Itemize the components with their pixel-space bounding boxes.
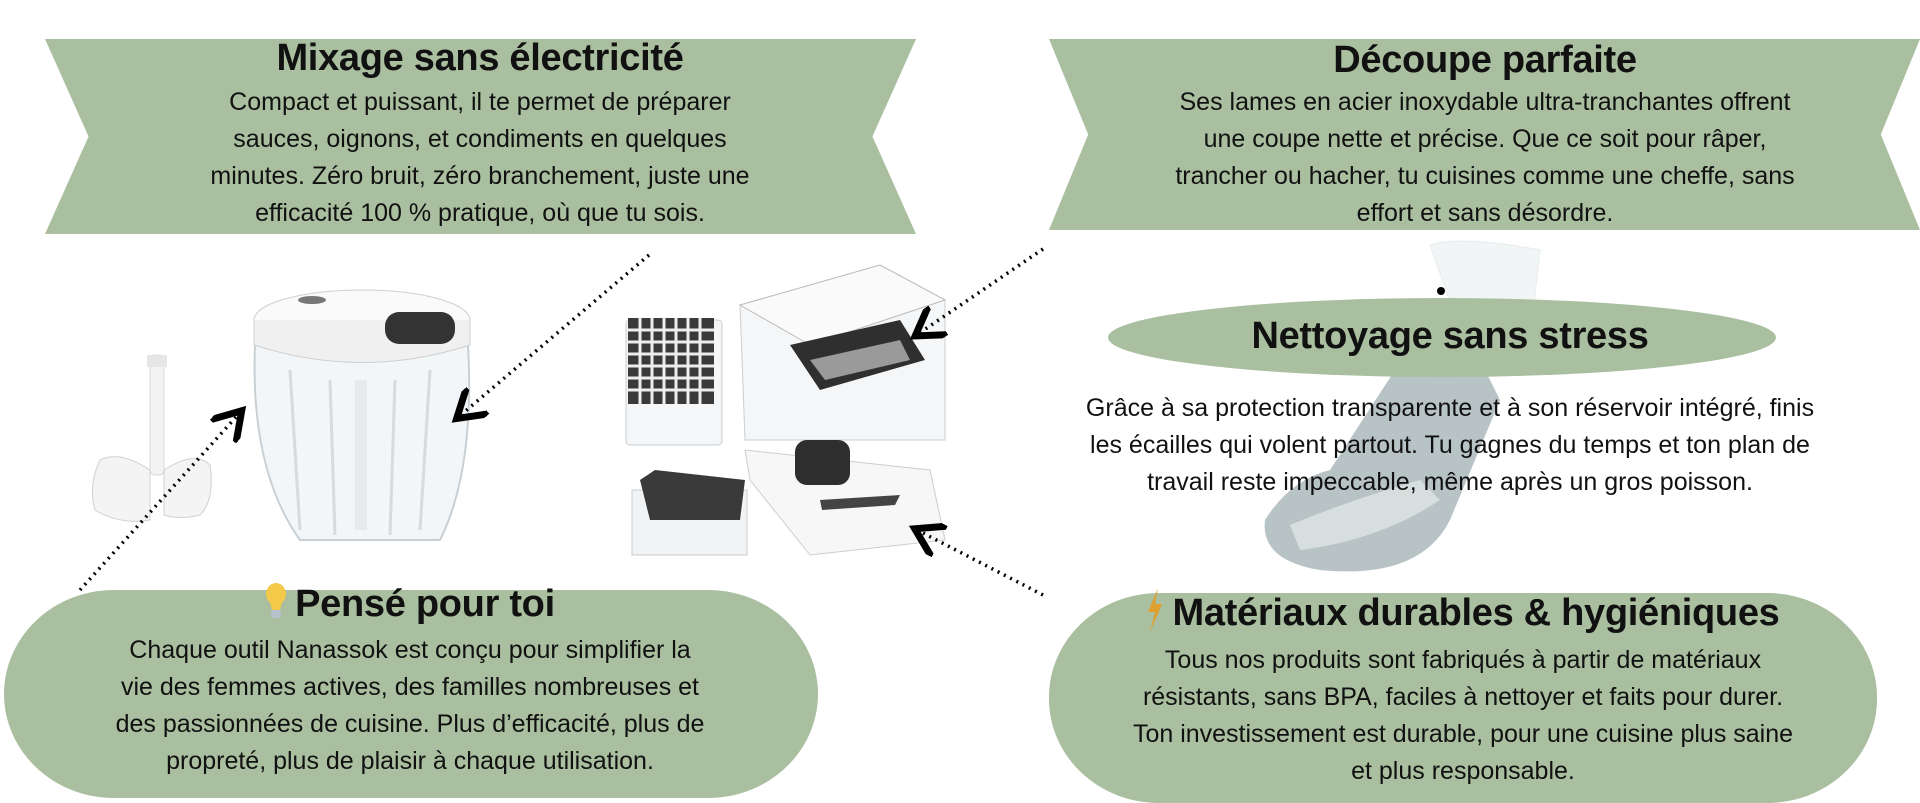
manual-chopper-image	[91, 289, 471, 541]
text-line: minutes. Zéro bruit, zéro branchement, j…	[210, 162, 750, 190]
card-decoupe: Découpe parfaite Ses lames en acier inox…	[1090, 38, 1880, 232]
card-materiaux: Matériaux durables & hygiéniques Tous no…	[1040, 588, 1886, 790]
text-line: effort et sans désordre.	[1356, 199, 1614, 227]
card-text: Compact et puissant, il te permet de pré…	[110, 84, 850, 232]
card-text: Ses lames en acier inoxydable ultra-tran…	[1090, 84, 1880, 232]
text-line: trancher ou hacher, tu cuisines comme un…	[1175, 162, 1795, 190]
nettoyage-ellipse-bg	[1108, 298, 1776, 377]
card-title: Matériaux durables & hygiéniques	[1172, 592, 1780, 635]
text-line: Tous nos produits sont fabriqués à parti…	[1164, 646, 1762, 674]
text-line: Chaque outil Nanassok est conçu pour sim…	[129, 636, 691, 664]
text-line: efficacité 100 % pratique, où que tu soi…	[255, 199, 705, 227]
dot-marker	[1437, 287, 1445, 295]
arrow-to-slicer-base	[921, 532, 1044, 597]
lightbulb-icon	[265, 582, 287, 630]
text-line: résistants, sans BPA, faciles à nettoyer…	[1142, 683, 1784, 711]
card-text: Chaque outil Nanassok est conçu pour sim…	[20, 632, 800, 780]
arrow-to-chopper-base	[78, 416, 237, 592]
lightning-icon	[1146, 588, 1164, 642]
mixage-banner-bg	[45, 39, 916, 234]
text-line: travail reste impeccable, même après un …	[1147, 468, 1753, 496]
card-title-row: Pensé pour toi	[20, 582, 800, 630]
card-nettoyage: Nettoyage sans stress Grâce à sa protect…	[1000, 314, 1900, 501]
text-line: Ses lames en acier inoxydable ultra-tran…	[1179, 88, 1791, 116]
vegetable-slicer-image	[625, 264, 947, 556]
card-text: Tous nos produits sont fabriqués à parti…	[1040, 642, 1886, 790]
text-line: une coupe nette et précise. Que ce soit …	[1203, 125, 1767, 153]
text-line: propreté, plus de plaisir à chaque utili…	[166, 747, 654, 775]
card-title: Mixage sans électricité	[276, 37, 684, 79]
card-title: Pensé pour toi	[295, 583, 555, 626]
text-line: les écailles qui volent partout. Tu gagn…	[1090, 431, 1810, 459]
card-mixage: Mixage sans électricité Compact et puiss…	[110, 36, 850, 232]
text-line: sauces, oignons, et condiments en quelqu…	[233, 125, 727, 153]
card-text: Grâce à sa protection transparente et à …	[1000, 390, 1900, 501]
materiaux-pill-bg	[1049, 593, 1877, 803]
text-line: Ton investissement est durable, pour une…	[1132, 720, 1794, 748]
arrow-to-chopper-lid	[462, 253, 651, 414]
text-line: et plus responsable.	[1351, 757, 1575, 785]
text-line: des passionnées de cuisine. Plus d’effic…	[115, 710, 705, 738]
text-line: Compact et puissant, il te permet de pré…	[229, 88, 731, 116]
text-line: Grâce à sa protection transparente et à …	[1085, 394, 1815, 422]
card-title: Nettoyage sans stress	[1251, 315, 1649, 357]
card-pense: Pensé pour toi Chaque outil Nanassok est…	[20, 582, 800, 780]
text-line: vie des femmes actives, des familles nom…	[120, 673, 699, 701]
pense-pill-bg	[4, 590, 818, 798]
card-title-row: Matériaux durables & hygiéniques	[1040, 588, 1886, 642]
card-title: Découpe parfaite	[1333, 39, 1637, 81]
decoupe-banner-bg	[1049, 39, 1920, 230]
